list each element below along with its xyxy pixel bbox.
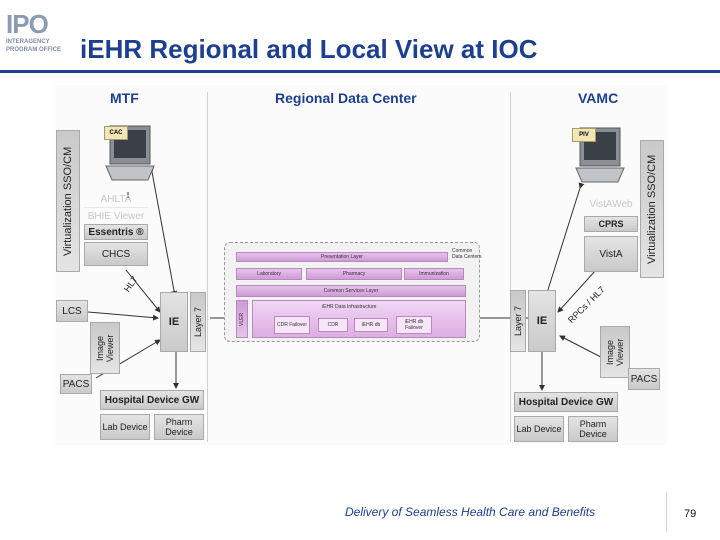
vamc-pharm-device-label: Pharm Device bbox=[579, 419, 607, 439]
mtf-layer7-label: Layer 7 bbox=[193, 306, 203, 338]
logo-subtitle-1: INTERAGENCY bbox=[6, 39, 50, 45]
vista-label: VistA bbox=[599, 248, 623, 260]
bhie-viewer-label: BHIE Viewer bbox=[87, 210, 145, 222]
mtf-layer7: Layer 7 bbox=[190, 292, 206, 352]
vamc-app-stack: VistAWeb CPRS VistA bbox=[584, 196, 638, 274]
mtf-ie-label: IE bbox=[168, 316, 180, 328]
ipo-logo: IPO INTERAGENCY PROGRAM OFFICE bbox=[6, 10, 68, 66]
common-data-centers-label: Common Data Centers bbox=[452, 248, 482, 260]
cdr-box: CDR bbox=[318, 318, 348, 332]
vamc-image-viewer-label: Image Viewer bbox=[605, 338, 625, 366]
vamc-image-viewer: Image Viewer bbox=[600, 326, 630, 378]
mtf-virtualization-label: Virtualization SSO/CM bbox=[62, 146, 74, 256]
pacs-label-mtf: PACS bbox=[62, 378, 90, 390]
iehr-db-label: iEHR db bbox=[361, 322, 381, 328]
vamc-ie-box: IE bbox=[528, 290, 556, 352]
mtf-laptop: CAC bbox=[96, 120, 156, 186]
chcs-label: CHCS bbox=[101, 248, 131, 260]
cprs-label: CPRS bbox=[598, 219, 624, 229]
vamc-gateway-label: Hospital Device GW bbox=[518, 396, 614, 408]
mtf-image-viewer: Image Viewer bbox=[90, 322, 120, 374]
page-title: iEHR Regional and Local View at IOC bbox=[80, 34, 538, 64]
page-number: 79 bbox=[684, 508, 697, 520]
mtf-app-stack: AHLTA BHIE Viewer Essentris ® CHCS bbox=[84, 192, 148, 274]
mtf-gateway: Hospital Device GW bbox=[100, 390, 204, 410]
title-underline bbox=[0, 70, 720, 73]
pacs-box-vamc: PACS bbox=[628, 368, 660, 390]
footer-divider bbox=[666, 492, 667, 532]
vler-label: VLER bbox=[239, 312, 245, 326]
immunization-service: Immunization bbox=[404, 268, 464, 280]
bhie-viewer-box: BHIE Viewer bbox=[84, 208, 148, 224]
cdr-label: CDR bbox=[327, 322, 339, 328]
mtf-lab-device: Lab Device bbox=[100, 414, 150, 440]
cdr-failover-label: CDR Failover bbox=[276, 322, 307, 328]
separator-left bbox=[207, 92, 208, 442]
vamc-layer7: Layer 7 bbox=[510, 290, 526, 352]
cac-card: CAC bbox=[104, 126, 128, 140]
pacs-label-vamc: PACS bbox=[630, 373, 658, 385]
laboratory-service: Laboratory bbox=[236, 268, 302, 280]
vistaweb-label: VistAWeb bbox=[589, 198, 633, 210]
lcs-label: LCS bbox=[62, 305, 82, 317]
essentris-box: Essentris ® bbox=[84, 224, 148, 240]
common-services-layer-label: Common Services Layer bbox=[323, 288, 379, 294]
cprs-box: CPRS bbox=[584, 216, 638, 232]
vistaweb-box: VistAWeb bbox=[584, 196, 638, 212]
piv-card: PIV bbox=[572, 128, 596, 142]
infrastructure-label: iEHR Data Infrastructure bbox=[322, 304, 377, 310]
pharmacy-service: Pharmacy bbox=[306, 268, 402, 280]
iehr-db-failover-box: iEHR db Failover bbox=[396, 316, 432, 334]
logo-mark: IPO bbox=[6, 9, 49, 39]
mtf-ie-box: IE bbox=[160, 292, 188, 352]
footer-tagline: Delivery of Seamless Health Care and Ben… bbox=[345, 505, 596, 519]
chcs-box: CHCS bbox=[84, 242, 148, 266]
separator-right bbox=[510, 92, 511, 442]
pacs-box-mtf: PACS bbox=[60, 374, 92, 394]
ahlta-box: AHLTA bbox=[84, 192, 148, 208]
rdc-heading: Regional Data Center bbox=[275, 90, 417, 106]
mtf-pharm-device: Pharm Device bbox=[154, 414, 204, 440]
pharmacy-label: Pharmacy bbox=[342, 271, 366, 277]
cdr-failover-box: CDR Failover bbox=[274, 316, 310, 334]
common-services-layer-bar: Common Services Layer bbox=[236, 285, 466, 297]
immunization-label: Immunization bbox=[419, 271, 449, 277]
ahlta-label: AHLTA bbox=[100, 194, 132, 205]
vamc-pharm-device: Pharm Device bbox=[568, 416, 618, 442]
vamc-lab-device-label: Lab Device bbox=[516, 424, 562, 434]
mtf-image-viewer-label: Image Viewer bbox=[95, 334, 115, 362]
mtf-lab-device-label: Lab Device bbox=[102, 422, 148, 432]
vamc-virtualization-label: Virtualization SSO/CM bbox=[646, 154, 658, 264]
lcs-box: LCS bbox=[56, 300, 88, 322]
mtf-pharm-device-label: Pharm Device bbox=[165, 417, 193, 437]
essentris-label: Essentris ® bbox=[88, 226, 144, 238]
piv-label: PIV bbox=[579, 132, 589, 138]
presentation-layer-label: Presentation Layer bbox=[321, 254, 363, 260]
mtf-virtualization: Virtualization SSO/CM bbox=[56, 130, 80, 272]
vamc-lab-device: Lab Device bbox=[514, 416, 564, 442]
vamc-ie-label: IE bbox=[536, 315, 548, 327]
iehr-db-failover-label: iEHR db Failover bbox=[404, 319, 424, 331]
iehr-db-box: iEHR db bbox=[354, 318, 388, 332]
cac-label: CAC bbox=[109, 130, 123, 136]
vamc-laptop: PIV bbox=[566, 122, 626, 188]
vler-box: VLER bbox=[236, 300, 248, 338]
vamc-gateway: Hospital Device GW bbox=[514, 392, 618, 412]
logo-subtitle-2: PROGRAM OFFICE bbox=[6, 47, 61, 53]
mtf-gateway-label: Hospital Device GW bbox=[104, 394, 200, 406]
vamc-virtualization: Virtualization SSO/CM bbox=[640, 140, 664, 278]
mtf-heading: MTF bbox=[110, 90, 139, 106]
laboratory-label: Laboratory bbox=[257, 271, 281, 277]
vista-box: VistA bbox=[584, 236, 638, 272]
vamc-layer7-label: Layer 7 bbox=[513, 305, 523, 337]
vamc-heading: VAMC bbox=[578, 90, 619, 106]
presentation-layer-bar: Presentation Layer bbox=[236, 252, 448, 262]
